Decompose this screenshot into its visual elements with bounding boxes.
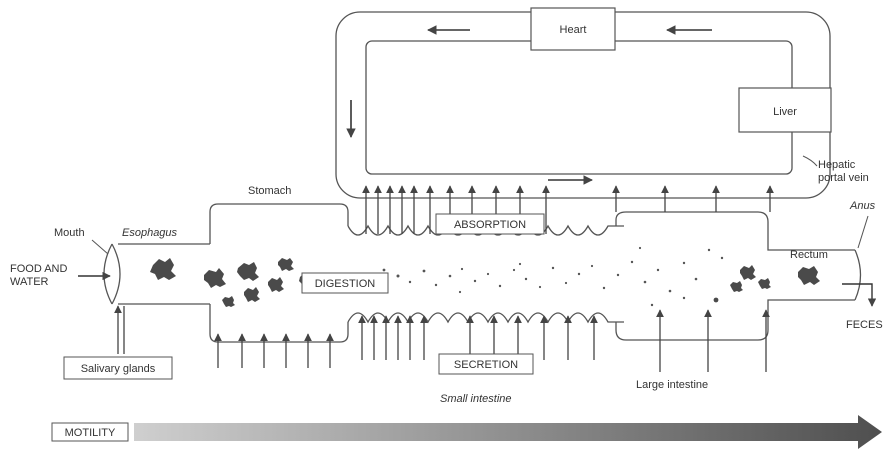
salivary-glands-label: Salivary glands	[81, 363, 156, 375]
absorption-label-box: ABSORPTION	[435, 213, 545, 235]
liver-box: Liver	[738, 87, 832, 133]
large-intestine-label: Large intestine	[636, 379, 708, 391]
esophagus-label: Esophagus	[122, 227, 178, 239]
heart-box: Heart	[530, 7, 616, 51]
small-intestine-label: Small intestine	[440, 393, 512, 405]
digestion-label: DIGESTION	[315, 278, 376, 290]
large-intestine-arrows	[656, 309, 770, 372]
motility-arrow	[134, 415, 882, 449]
stomach-label: Stomach	[248, 185, 291, 197]
salivary-ducts	[114, 305, 125, 354]
heart-label: Heart	[560, 24, 587, 36]
circulation-arrows	[346, 25, 712, 185]
motility-label: MOTILITY	[65, 427, 116, 439]
food-particles	[150, 258, 820, 307]
digested-particles	[370, 246, 724, 307]
salivary-label-box: Salivary glands	[63, 356, 173, 380]
motility-bar: MOTILITY	[51, 415, 882, 449]
mouth-label: Mouth	[54, 227, 85, 239]
hepatic-leader-line	[802, 155, 818, 167]
hepatic-label-line1: Hepatic	[818, 159, 856, 171]
anus-label: Anus	[849, 200, 876, 212]
absorption-arrows	[362, 185, 774, 234]
anus-leader	[857, 215, 869, 249]
hepatic-label-line2: portal vein	[818, 172, 869, 184]
feces-exit-arrow	[842, 283, 877, 307]
food-water-label-line1: FOOD AND	[10, 263, 68, 275]
liver-label: Liver	[773, 106, 797, 118]
secretion-label-box: SECRETION	[438, 353, 534, 375]
secretion-label: SECRETION	[454, 359, 518, 371]
digestion-label-box: DIGESTION	[301, 272, 389, 294]
mouth-outline	[103, 243, 113, 305]
mouth-leader	[91, 239, 109, 255]
feces-label: FECES	[846, 319, 883, 331]
stomach-secretion-arrows	[214, 333, 334, 368]
mouth-inner	[111, 243, 121, 305]
absorption-label: ABSORPTION	[454, 219, 526, 231]
intestine-secretion-arrows	[358, 315, 598, 360]
food-water-label-line2: WATER	[10, 276, 49, 288]
rectum-label: Rectum	[790, 249, 828, 261]
